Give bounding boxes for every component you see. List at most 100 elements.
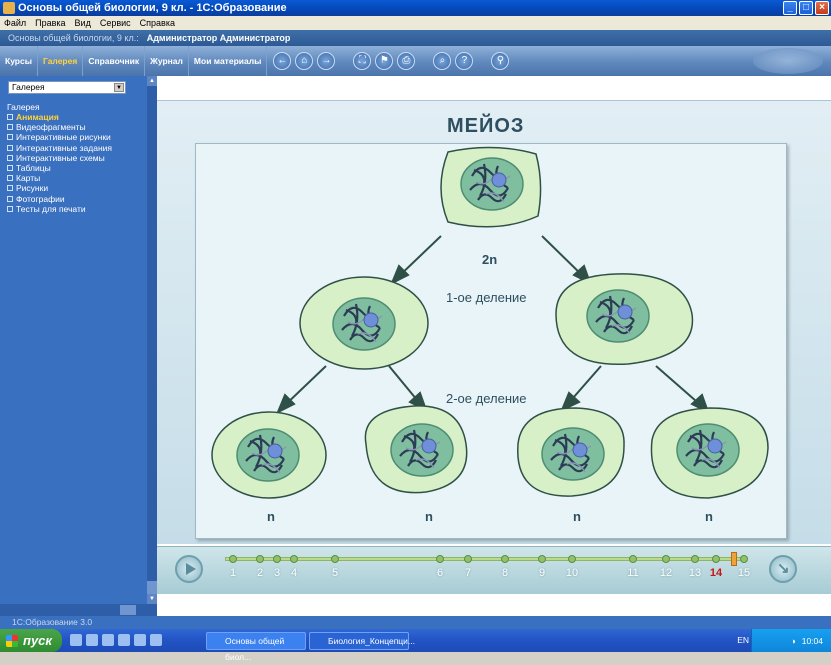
tree-item-maps[interactable]: Карты <box>7 173 112 183</box>
timeline-frame-number[interactable]: 5 <box>331 567 339 579</box>
tree-item-interactive-pictures[interactable]: Интерактивные рисунки <box>7 132 112 142</box>
timeline-frame-number[interactable]: 15 <box>737 567 751 579</box>
expand-icon[interactable] <box>7 175 13 182</box>
timeline-frame-dot[interactable] <box>464 555 472 563</box>
tree-item-photos[interactable]: Фотографии <box>7 194 112 204</box>
app-icon[interactable] <box>118 634 130 646</box>
timeline-frame-dot[interactable] <box>273 555 281 563</box>
expand-icon[interactable] <box>7 134 13 141</box>
desktop-icon[interactable] <box>70 634 82 646</box>
timeline-frame-number[interactable]: 1 <box>229 567 237 579</box>
expand-icon[interactable] <box>7 124 13 131</box>
timeline-frame-number[interactable]: 6 <box>436 567 444 579</box>
tree-item-interactive-schemes[interactable]: Интерактивные схемы <box>7 153 112 163</box>
tab-reference[interactable]: Справочник <box>83 46 146 76</box>
timeline-frame-dot[interactable] <box>256 555 264 563</box>
timeline-frame-number[interactable]: 7 <box>464 567 472 579</box>
timeline-frame-dot[interactable] <box>331 555 339 563</box>
timeline-frame-dot[interactable] <box>436 555 444 563</box>
browser-icon[interactable] <box>134 634 146 646</box>
tab-journal[interactable]: Журнал <box>145 46 189 76</box>
expand-icon[interactable] <box>7 185 13 192</box>
task-document[interactable]: Биология_Концепци... <box>309 632 415 650</box>
timeline-frame-dot[interactable] <box>568 555 576 563</box>
timeline-frame-number[interactable]: 12 <box>659 567 673 579</box>
back-icon[interactable]: ← <box>273 52 292 70</box>
expand-icon[interactable] <box>7 195 13 202</box>
timeline-frame-dot[interactable] <box>712 555 720 563</box>
opera-icon[interactable] <box>150 634 162 646</box>
label-n-1: n <box>267 509 275 524</box>
timeline-frame-number[interactable]: 11 <box>627 567 639 579</box>
maximize-button[interactable]: □ <box>799 1 813 15</box>
language-indicator[interactable]: EN <box>737 635 749 645</box>
chevron-down-icon[interactable]: ▼ <box>114 83 124 92</box>
expand-icon[interactable] <box>7 154 13 161</box>
timeline-frame-number[interactable]: 13 <box>688 567 702 579</box>
timeline-frame-number[interactable]: 9 <box>538 567 546 579</box>
tree-item-tables[interactable]: Таблицы <box>7 163 112 173</box>
title-bar[interactable]: Основы общей биологии, 9 кл. - 1С:Образо… <box>0 0 831 16</box>
minimize-button[interactable]: _ <box>783 1 797 15</box>
expand-icon[interactable] <box>7 114 13 121</box>
timeline-frame-number[interactable]: 2 <box>256 567 264 579</box>
menu-help[interactable]: Справка <box>139 18 175 28</box>
timeline-frame-dot[interactable] <box>662 555 670 563</box>
tree-item-video[interactable]: Видеофрагменты <box>7 122 112 132</box>
tab-courses[interactable]: Курсы <box>0 46 38 76</box>
timeline-frame-dot[interactable] <box>290 555 298 563</box>
play-button[interactable] <box>175 555 203 583</box>
skip-end-button[interactable] <box>769 555 797 583</box>
hscroll-thumb[interactable] <box>120 605 136 615</box>
parent-cell <box>440 146 542 228</box>
tree-item-pictures[interactable]: Рисунки <box>7 183 112 193</box>
tree-item-interactive-tasks[interactable]: Интерактивные задания <box>7 143 112 153</box>
timeline-frame-number[interactable]: 14 <box>709 567 723 579</box>
tree-item-print-tests[interactable]: Тесты для печати <box>7 204 112 214</box>
help-icon[interactable]: ? <box>455 52 474 70</box>
timeline-frame-dot[interactable] <box>501 555 509 563</box>
tree-item-animation[interactable]: Анимация <box>7 112 112 122</box>
close-button[interactable]: × <box>815 1 829 15</box>
start-button[interactable]: пуск <box>0 629 62 652</box>
menu-edit[interactable]: Правка <box>35 18 66 28</box>
timeline-frame-number[interactable]: 8 <box>501 567 509 579</box>
tab-gallery[interactable]: Галерея <box>38 46 84 76</box>
sidebar-vscrollbar[interactable]: ▲ ▼ <box>147 76 157 616</box>
task-biology-app[interactable]: Основы общей биол... <box>206 632 306 662</box>
explorer-icon[interactable] <box>86 634 98 646</box>
meiosis-svg <box>211 146 769 499</box>
forward-icon[interactable]: → <box>317 52 336 70</box>
zoom-icon[interactable]: ⚲ <box>491 52 510 70</box>
vscroll-thumb[interactable] <box>147 581 157 595</box>
network-icon[interactable]: ◑ <box>790 635 796 646</box>
section-dropdown[interactable]: Галерея ▼ <box>8 81 126 94</box>
menu-view[interactable]: Вид <box>74 18 91 28</box>
menu-file[interactable]: Файл <box>4 18 27 28</box>
sidebar-hscrollbar[interactable] <box>0 604 147 616</box>
fullscreen-icon[interactable]: ⛶ <box>353 52 372 70</box>
timeline-frame-dot[interactable] <box>629 555 637 563</box>
menu-service[interactable]: Сервис <box>99 18 131 28</box>
timeline-frame-number[interactable]: 4 <box>290 567 298 579</box>
expand-icon[interactable] <box>7 205 13 212</box>
bookmark-icon[interactable]: ⚑ <box>375 52 394 70</box>
label-second-division: 2-ое деление <box>446 391 527 406</box>
tab-my-materials[interactable]: Мои материалы <box>189 46 268 76</box>
timeline-frame-number[interactable]: 3 <box>273 567 281 579</box>
timeline-playhead[interactable] <box>731 552 737 566</box>
expand-icon[interactable] <box>7 144 13 151</box>
timeline-frame-dot[interactable] <box>538 555 546 563</box>
timeline-frame-dot[interactable] <box>229 555 237 563</box>
expand-icon[interactable] <box>7 165 13 172</box>
scroll-up-icon[interactable]: ▲ <box>147 76 157 86</box>
home-icon[interactable]: ⌂ <box>295 52 314 70</box>
search-icon[interactable]: ⌕ <box>433 52 452 70</box>
timeline-frame-dot[interactable] <box>740 555 748 563</box>
timeline-frame-number[interactable]: 10 <box>565 567 579 579</box>
print-icon[interactable]: ⎙ <box>397 52 416 70</box>
tree-root[interactable]: Галерея <box>7 102 40 112</box>
timeline-frame-dot[interactable] <box>691 555 699 563</box>
media-icon[interactable] <box>102 634 114 646</box>
scroll-down-icon[interactable]: ▼ <box>147 594 157 604</box>
